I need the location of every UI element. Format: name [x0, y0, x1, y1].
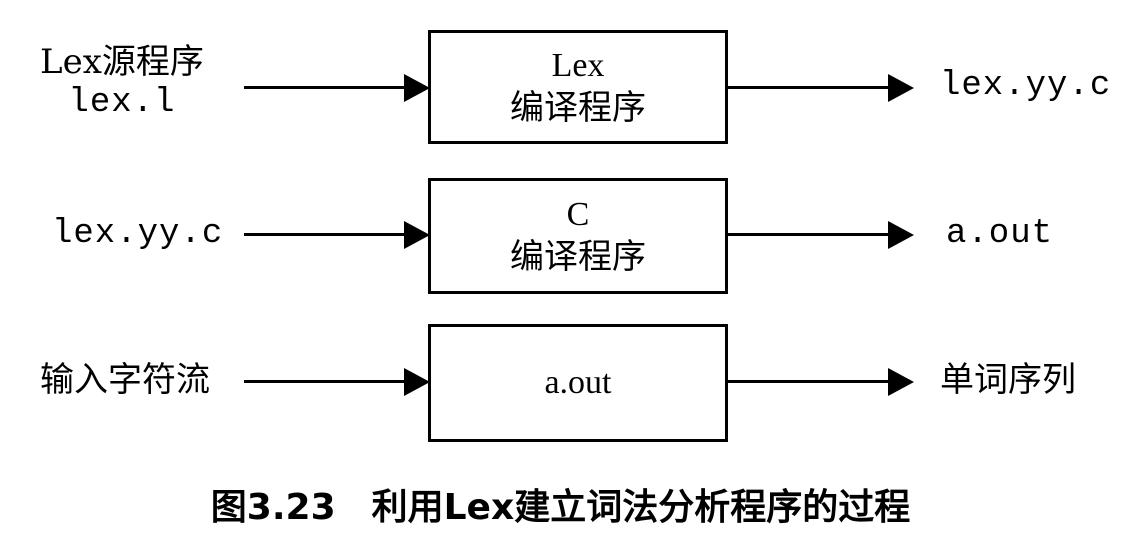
lex-compiler-box: Lex 编译程序 [428, 30, 728, 144]
aout-program-name: a.out [544, 363, 612, 401]
input-char-stream-label: 输入字符流 [40, 360, 210, 400]
c-compiler-name: C [566, 195, 590, 233]
aout-program-box: a.out [428, 324, 728, 442]
lexyyc-output-label: lex.yy.c [940, 67, 1112, 105]
figure-caption: 图3.23 利用Lex建立词法分析程序的过程 [210, 487, 911, 528]
arrow-lex-compiler-to-lexyyc [728, 74, 914, 102]
token-sequence-output-label: 单词序列 [940, 360, 1076, 400]
lexyyc-input-label: lex.yy.c [52, 215, 224, 253]
arrow-aout-to-token-sequence [728, 368, 914, 396]
arrow-c-compiler-to-aout [728, 221, 914, 249]
lex-source-title: Lex源程序 [40, 42, 204, 82]
arrow-lex-source-to-lex-compiler [244, 74, 430, 102]
lex-source-input-label: Lex源程序 lex.l [40, 42, 204, 124]
c-compiler-role: 编译程序 [510, 237, 646, 277]
c-compiler-box: C 编译程序 [428, 178, 728, 294]
aout-output-label: a.out [946, 215, 1054, 253]
lex-compiler-role: 编译程序 [510, 88, 646, 128]
arrow-lexyyc-to-c-compiler [244, 221, 430, 249]
lex-compiler-name: Lex [551, 46, 605, 84]
lex-source-filename: lex.l [68, 83, 176, 122]
arrow-input-stream-to-aout [244, 368, 430, 396]
